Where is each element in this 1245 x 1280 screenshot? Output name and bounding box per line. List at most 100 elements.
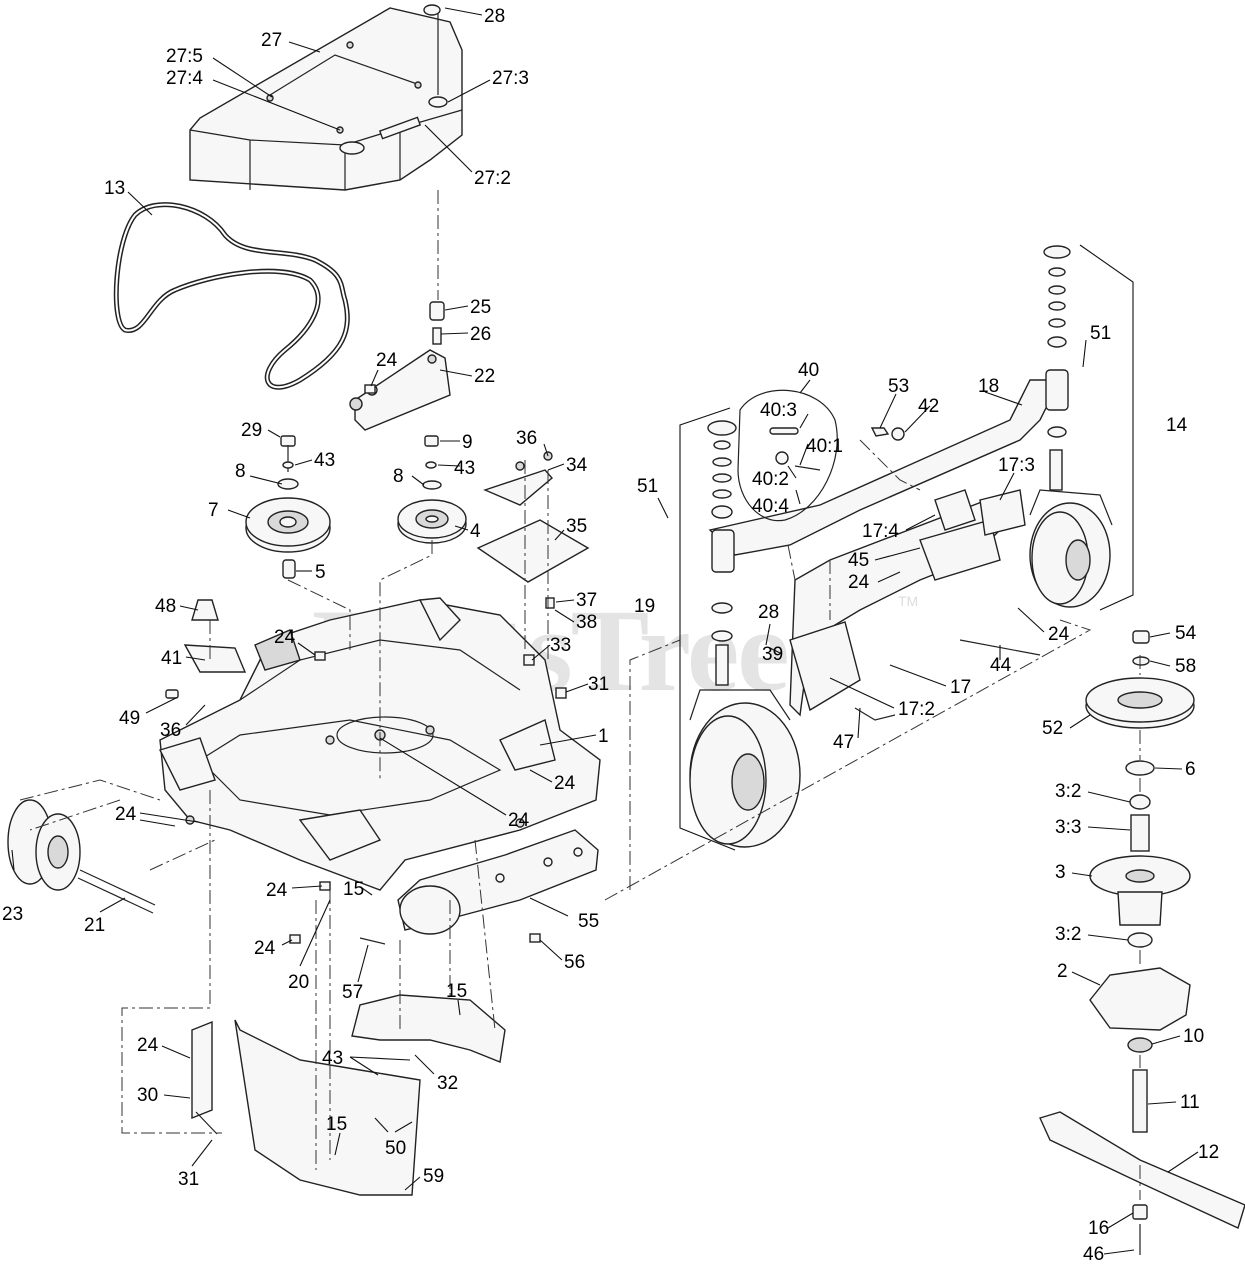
belt-cover <box>189 7 463 191</box>
callout-39: 39 <box>762 644 783 665</box>
callout-43: 43 <box>322 1048 343 1069</box>
drive-belt <box>113 202 350 390</box>
spindle-assembly <box>1039 630 1245 1255</box>
callout-15: 15 <box>343 879 364 900</box>
callout-24: 24 <box>508 810 530 831</box>
callout-27-2: 27:2 <box>474 168 511 189</box>
callout-2: 2 <box>1057 961 1068 982</box>
callout-8: 8 <box>235 461 246 482</box>
deck-hardware <box>165 384 567 945</box>
callout-43: 43 <box>454 458 475 479</box>
callout-28: 28 <box>484 6 505 27</box>
callout-15: 15 <box>326 1114 347 1135</box>
callout-27-4: 27:4 <box>166 68 203 89</box>
callout-24: 24 <box>115 804 137 825</box>
callout-31: 31 <box>588 674 609 695</box>
idler-arm <box>349 301 451 431</box>
callout-51: 51 <box>637 476 658 497</box>
callout-3-3: 3:3 <box>1055 817 1081 838</box>
pulley-left <box>245 435 331 579</box>
callout-18: 18 <box>978 376 999 397</box>
callout-35: 35 <box>566 516 587 537</box>
watermark-trademark: TM <box>898 593 918 609</box>
callout-53: 53 <box>888 376 909 397</box>
discharge-chute <box>397 829 599 935</box>
callout-labels: 28 2 7 27:5 27:4 27:3 27:2 13 25 26 24 22… <box>2 6 1219 1265</box>
callout-12: 12 <box>1198 1142 1219 1163</box>
callout-58: 58 <box>1175 656 1196 677</box>
callout-23: 23 <box>2 904 23 925</box>
callout-27-3: 27:3 <box>492 68 529 89</box>
callout-21: 21 <box>84 915 105 936</box>
callout-16: 16 <box>1088 1218 1109 1239</box>
callout-34: 34 <box>566 455 588 476</box>
callout-36: 36 <box>516 428 537 449</box>
pulley-right <box>397 435 467 544</box>
caster-wheel-right <box>1029 449 1113 608</box>
anti-scalp-roller <box>7 799 156 914</box>
callout-24: 24 <box>1048 624 1070 645</box>
callout-8: 8 <box>393 466 404 487</box>
callout-38: 38 <box>576 612 597 633</box>
callout-48: 48 <box>155 596 176 617</box>
callout-52: 52 <box>1042 718 1063 739</box>
caster-bearing-stack-right <box>1043 245 1071 438</box>
callout-57: 57 <box>342 982 363 1003</box>
callout-28: 28 <box>758 602 779 623</box>
callout-31: 31 <box>178 1169 199 1190</box>
callout-24: 24 <box>554 773 576 794</box>
callout-4: 4 <box>470 521 481 542</box>
callout-22: 22 <box>474 366 495 387</box>
callout-56: 56 <box>564 952 585 973</box>
caster-bearing-stack-left <box>707 420 737 642</box>
callout-24: 24 <box>254 938 276 959</box>
callout-46: 46 <box>1083 1244 1104 1265</box>
callout-29: 29 <box>241 420 262 441</box>
callout-37: 37 <box>576 590 597 611</box>
callout-43: 43 <box>314 450 335 471</box>
callout-49: 49 <box>119 708 140 729</box>
callout-24: 24 <box>274 627 296 648</box>
callout-27-5: 27:5 <box>166 46 203 67</box>
cover-plates <box>476 451 590 609</box>
callout-6: 6 <box>1185 759 1196 780</box>
callout-40-1: 40:1 <box>806 436 843 457</box>
baffles <box>191 994 506 1196</box>
callout-36: 36 <box>160 720 181 741</box>
callout-55: 55 <box>578 911 599 932</box>
callout-7: 7 <box>208 500 219 521</box>
callout-40-4: 40:4 <box>752 496 789 517</box>
callout-54: 54 <box>1175 623 1197 644</box>
callout-24: 24 <box>137 1035 159 1056</box>
callout-41: 41 <box>161 648 182 669</box>
callout-19: 19 <box>634 596 655 617</box>
caster-frame-assembly <box>708 369 1069 721</box>
group-brackets <box>679 244 1134 851</box>
assembly-lines <box>19 190 1141 1200</box>
callout-14: 14 <box>1166 415 1188 436</box>
callout-50: 50 <box>385 1138 406 1159</box>
callout-40: 40 <box>798 360 819 381</box>
callout-30: 30 <box>137 1085 158 1106</box>
callout-17-4: 17:4 <box>862 521 899 542</box>
callout-10: 10 <box>1183 1026 1204 1047</box>
callout-40-3: 40:3 <box>760 400 797 421</box>
callout-45: 45 <box>848 550 869 571</box>
callout-44: 44 <box>990 655 1012 676</box>
leader-lines <box>11 7 1199 1255</box>
callout-17-3: 17:3 <box>998 455 1035 476</box>
callout-11: 11 <box>1180 1092 1200 1113</box>
callout-32: 32 <box>437 1073 458 1094</box>
cover-knob <box>423 4 441 95</box>
callout-40-2: 40:2 <box>752 469 789 490</box>
callout-33: 33 <box>550 635 571 656</box>
callout-17: 17 <box>950 677 971 698</box>
callout-42: 42 <box>918 396 939 417</box>
callout-25: 25 <box>470 297 491 318</box>
callout-24: 24 <box>266 880 288 901</box>
callout-17-2: 17:2 <box>898 699 935 720</box>
callout-9: 9 <box>462 432 473 453</box>
callout-26: 26 <box>470 324 491 345</box>
callout-13: 13 <box>104 178 125 199</box>
